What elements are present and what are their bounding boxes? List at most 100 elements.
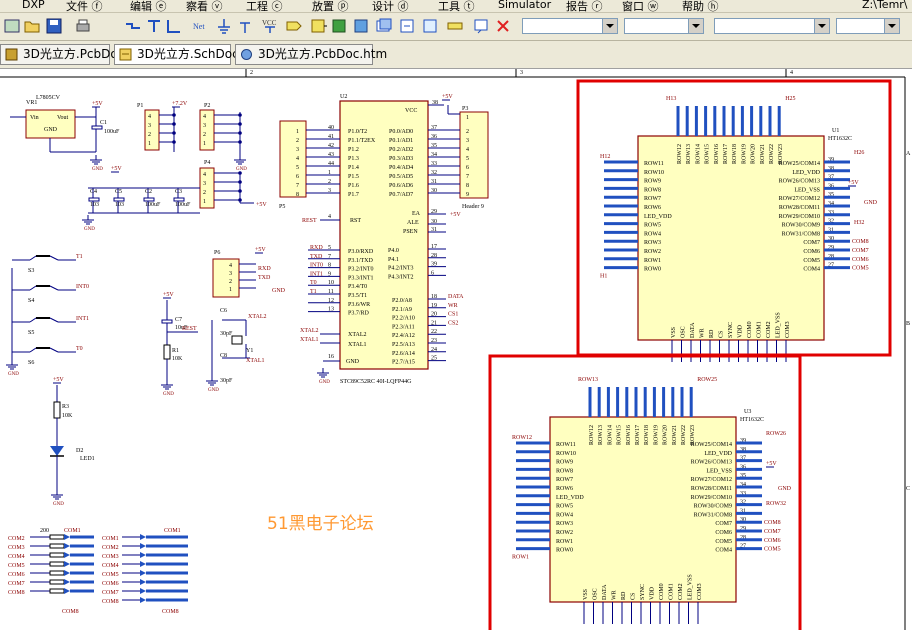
mask-level-combo[interactable] [624, 18, 704, 34]
ht-pin-label: ROW11 [556, 442, 576, 448]
menu-item[interactable]: 编辑 ⓔ [130, 0, 167, 13]
menu-item[interactable]: 窗口 ⓦ [622, 0, 659, 13]
signal-harness-icon[interactable] [446, 17, 464, 35]
ht1632-body [549, 416, 737, 603]
com-net: COM2 [102, 545, 119, 551]
save-icon[interactable] [45, 17, 63, 35]
u2-port3-net: T0 [310, 280, 317, 286]
wire [29, 317, 37, 323]
u2-port3-net: INT0 [310, 263, 323, 269]
ht-pin-label: ROW11 [644, 161, 664, 167]
ht-pin-label: ROW26/COM13 [691, 460, 732, 466]
schematic-document-icon [119, 48, 132, 61]
menu-item[interactable]: 察看 ⓥ [186, 0, 223, 13]
ht-pin-label: COM3 [697, 583, 703, 600]
c1-value: 100uF [104, 129, 120, 135]
menu-item[interactable]: Simulator [498, 0, 552, 11]
no-erc-icon[interactable] [494, 17, 512, 35]
com-net: COM8 [102, 599, 119, 605]
bus-icon[interactable] [145, 17, 163, 35]
ht-pin-label: ROW3 [644, 240, 661, 246]
pin-number: 13 [328, 307, 334, 313]
sheet-entry-icon[interactable] [352, 17, 370, 35]
pin-number: 35 [431, 143, 437, 149]
pin-number: 5 [466, 156, 469, 162]
selection-combo[interactable] [714, 18, 830, 34]
ht-pin-label: ROW7 [556, 477, 573, 483]
u2-5v-label: +5V [442, 94, 453, 100]
u2-pin-label: P0.1/AD1 [389, 138, 413, 144]
bus-entry-icon[interactable] [165, 17, 183, 35]
open-folder-icon[interactable] [23, 17, 41, 35]
switch-net: T1 [76, 254, 83, 260]
ht-pin-label: LED_VDD [792, 170, 820, 176]
pcb-icon[interactable] [3, 17, 21, 35]
tab-schdoc[interactable]: 3D光立方.SchDoc [114, 44, 239, 65]
directive-icon[interactable] [472, 17, 490, 35]
tab-pcbdoc[interactable]: 3D光立方.PcbDoc [0, 44, 124, 65]
wire [29, 255, 37, 261]
cap-plate [173, 197, 185, 202]
y1-ref: Y1 [246, 348, 253, 354]
pin-number: 33 [431, 161, 437, 167]
menu-item[interactable]: 工具 ⓣ [438, 0, 475, 13]
p6-body [212, 258, 240, 298]
com-label: COM1 [64, 528, 81, 534]
sheet-symbol-icon[interactable] [330, 17, 348, 35]
crystal-gnd-label: GND [208, 388, 219, 393]
vr1-value: L7805CV [36, 95, 61, 101]
menu-item[interactable]: 工程 ⓒ [246, 0, 283, 13]
u2-pin-label: P3.4/T0 [348, 284, 367, 290]
harness-entry-icon[interactable] [421, 17, 439, 35]
gnd-port-icon[interactable] [215, 17, 233, 35]
pin-number: 36 [431, 134, 437, 140]
menu-item[interactable]: 文件 ⓕ [66, 0, 103, 13]
ht-pin-label: DATA [602, 584, 608, 600]
wire-icon[interactable] [124, 17, 142, 35]
pin-number: 23 [431, 338, 437, 344]
filter-combo[interactable] [522, 18, 618, 34]
p2-body [199, 109, 215, 151]
tab-pcbdoc-htm[interactable]: 3D光立方.PcbDoc.htm [235, 44, 387, 65]
pin-number: 4 [328, 214, 331, 220]
harness-icon[interactable] [398, 17, 416, 35]
u3-row-tag: ROW1 [512, 555, 529, 561]
ht-pin-label: ROW7 [644, 196, 661, 202]
pin-number: 2 [148, 132, 151, 138]
ht-pin-label: VSS [583, 589, 589, 600]
u2-port2-net: CS2 [448, 320, 458, 326]
port-icon[interactable] [285, 17, 303, 35]
u2-port3-net: T1 [310, 289, 317, 295]
cap-ref: C3 [175, 189, 182, 195]
p3-name: Header 9 [462, 204, 484, 210]
menu-item[interactable]: 设计 ⓓ [372, 0, 409, 13]
menu-item[interactable]: DXP [22, 0, 45, 11]
menu-item[interactable]: 放置 ⓟ [312, 0, 349, 13]
pin-number: 8 [466, 183, 469, 189]
vr1-vout: Vout [57, 115, 69, 121]
resistor-body [49, 570, 65, 576]
p6-ref: P6 [214, 250, 220, 256]
vcc-port-icon[interactable]: VCC [261, 17, 279, 35]
ht-pin-label: OSC [681, 326, 687, 338]
zoom-combo[interactable] [836, 18, 900, 34]
print-icon[interactable] [74, 17, 92, 35]
part-icon[interactable] [309, 17, 327, 35]
menu-item[interactable]: 报告 ⓡ [566, 0, 603, 13]
net-label-icon[interactable]: Net [193, 17, 211, 35]
ht-pin-label: ROW28/COM11 [691, 486, 732, 492]
power-port-icon[interactable] [236, 17, 254, 35]
device-sheet-icon[interactable] [375, 17, 393, 35]
ht-pin-label: ROW17 [635, 425, 641, 445]
u3-row-tag: ROW26 [766, 431, 786, 437]
ht-pin-label: ROW9 [644, 179, 661, 185]
pin-number: 22 [431, 329, 437, 335]
menu-item[interactable]: 帮助 ⓗ [682, 0, 719, 13]
ruler-mark: 4 [790, 70, 793, 76]
ht-pin-label: ROW17 [723, 144, 729, 164]
cap-value: 100uF [175, 202, 191, 208]
r3-value: 10K [62, 413, 73, 419]
com-net: COM5 [102, 572, 119, 578]
caps-5v-label: +5V [111, 166, 122, 172]
